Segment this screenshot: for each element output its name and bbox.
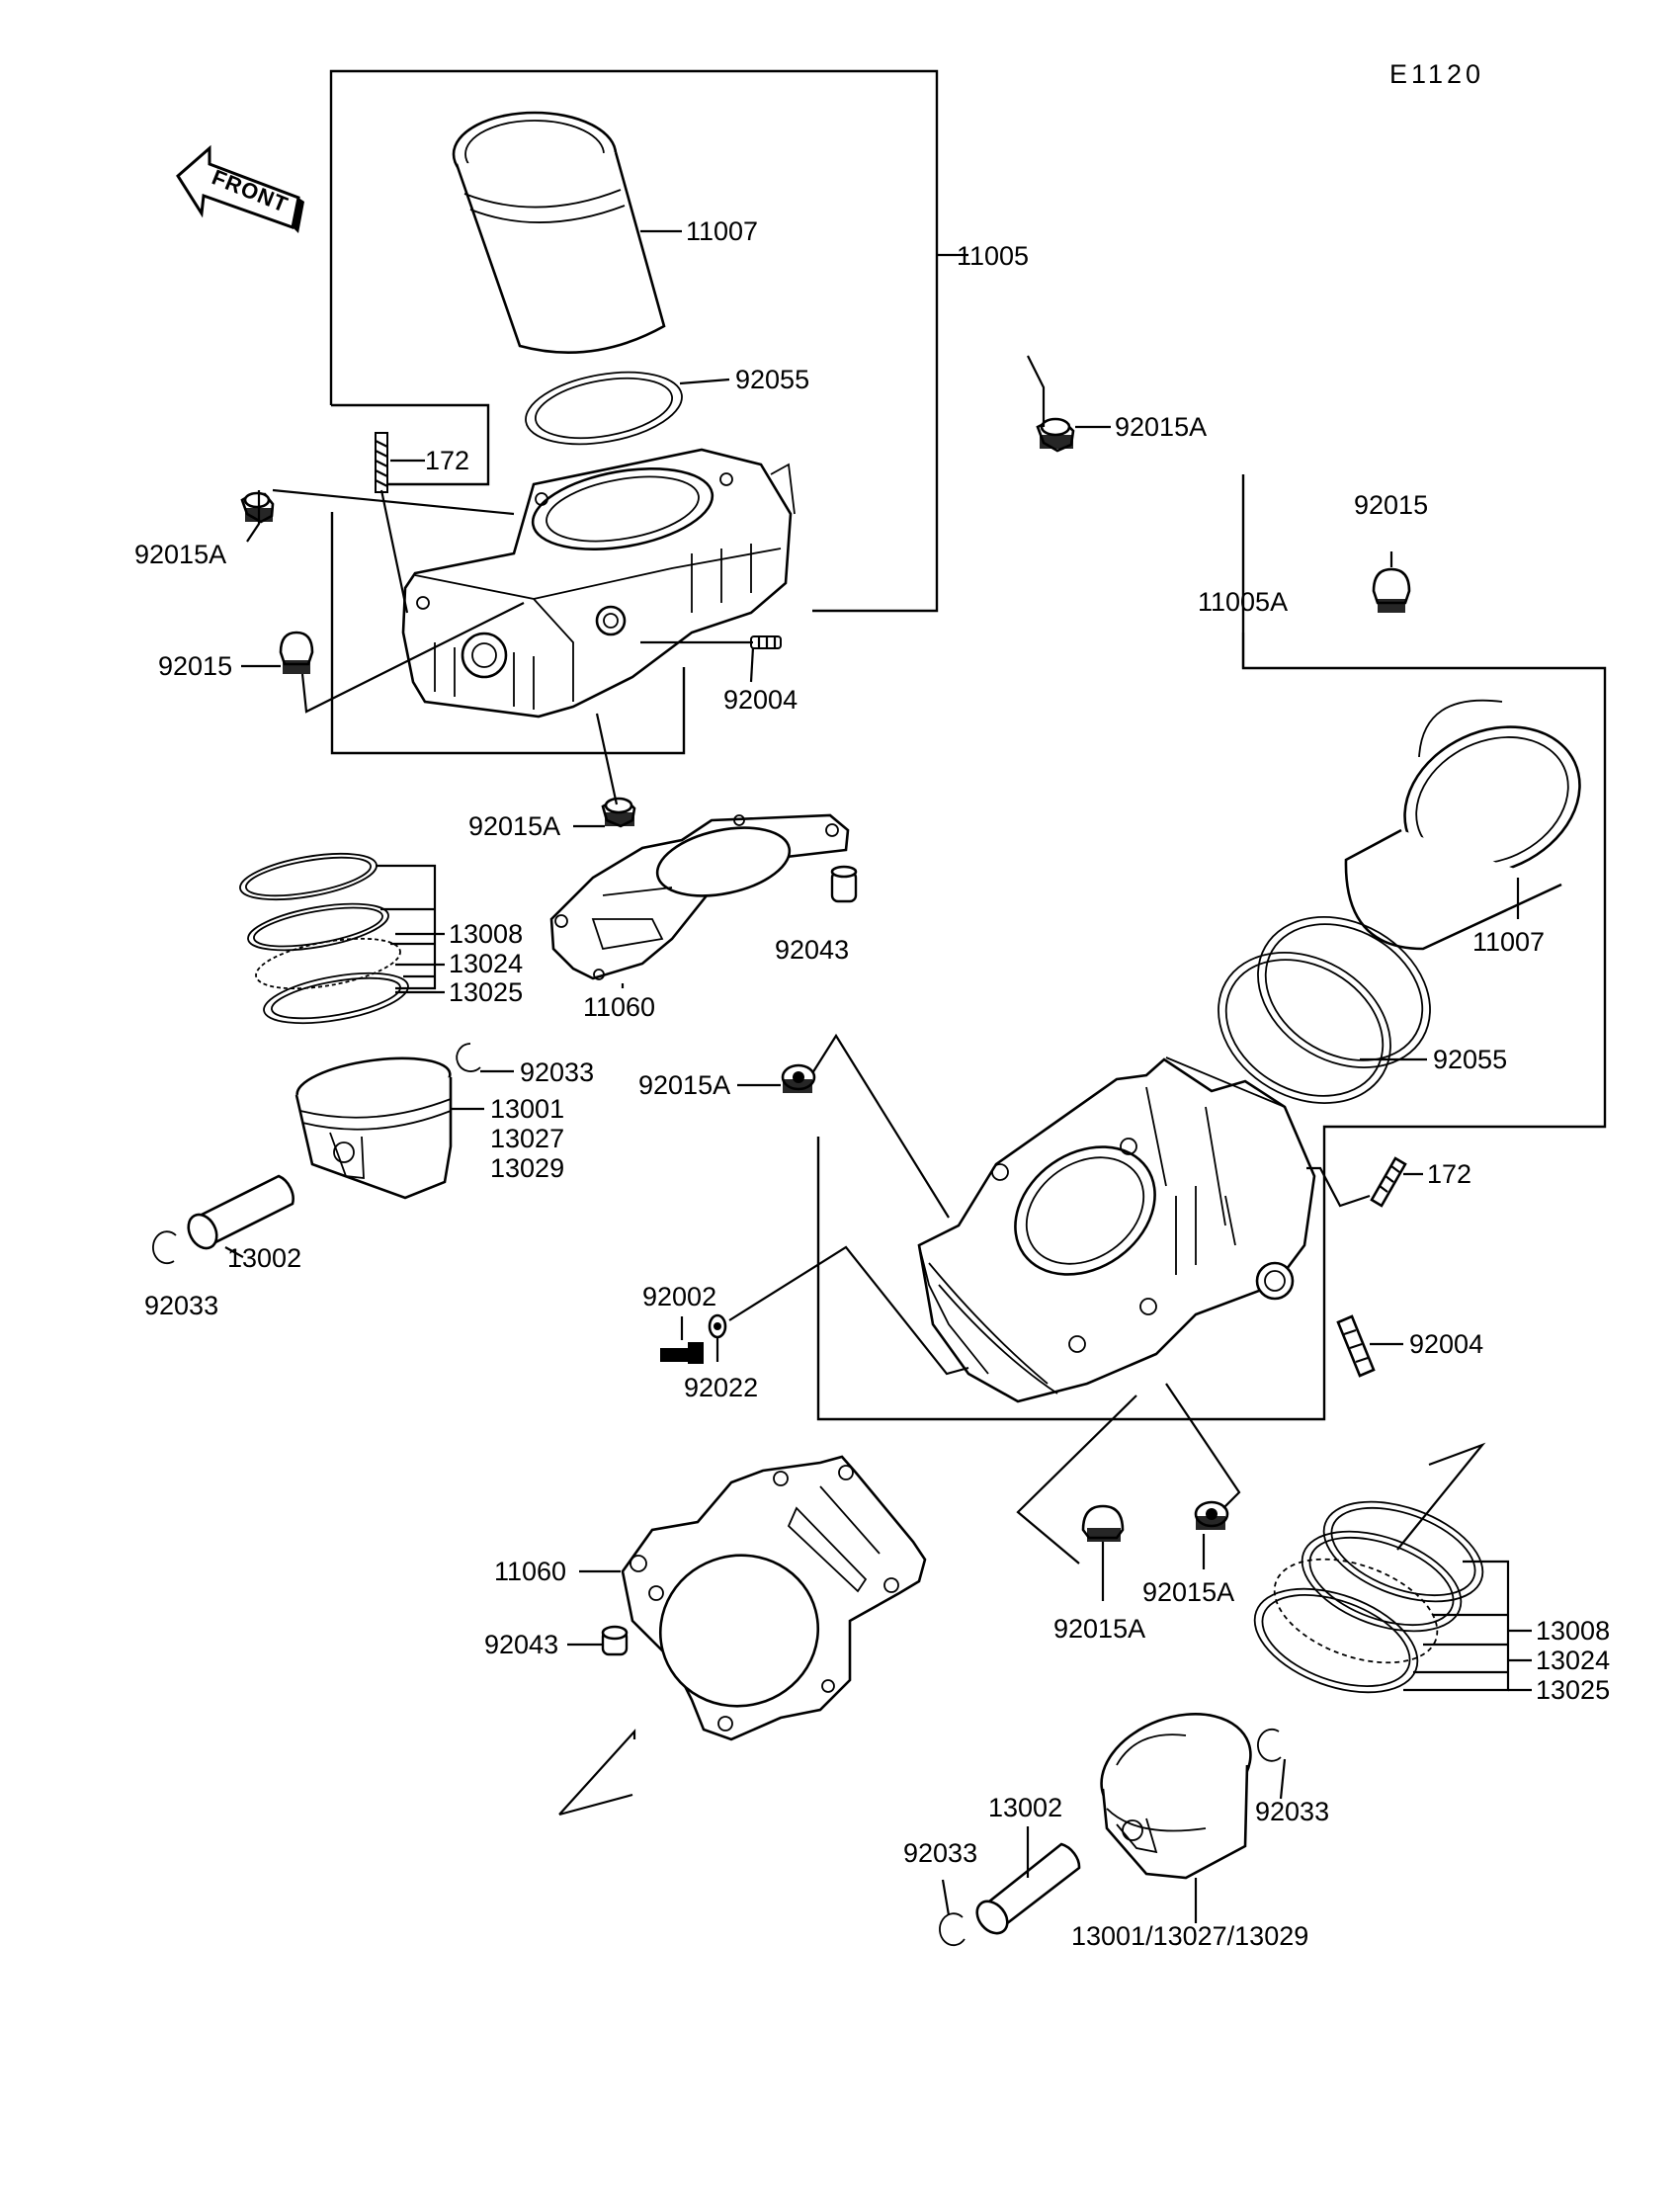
part-label: 13025	[449, 977, 523, 1007]
piston-part	[294, 1056, 453, 1200]
diagram-code: E1120	[1389, 59, 1484, 89]
part-label: 11005	[957, 241, 1029, 271]
part-label: 172	[1427, 1159, 1471, 1189]
part-label: 13025	[1536, 1675, 1610, 1705]
upper-leader-lines	[241, 229, 1111, 828]
part-label: 92033	[903, 1838, 977, 1868]
o-ring-part	[1218, 916, 1431, 1104]
circlip-part	[939, 1912, 966, 1947]
acorn-leader	[1016, 1394, 1137, 1564]
bolt-part	[660, 1342, 704, 1364]
part-label: 92022	[684, 1373, 758, 1402]
part-label: 11060	[494, 1557, 566, 1586]
ring-bracket-lines	[1403, 1560, 1532, 1692]
part-label: 92055	[735, 365, 809, 394]
part-label: 13008	[1536, 1616, 1610, 1646]
washer-leader	[728, 1245, 969, 1376]
piston-pin-part	[975, 1842, 1081, 1935]
front-arrow-icon: FRONT	[176, 144, 304, 233]
stud-part	[1370, 1156, 1407, 1208]
part-label: 11007	[1472, 927, 1545, 957]
circlip-leader	[941, 1879, 951, 1916]
cylinder-gasket-part	[549, 813, 850, 980]
part-label: 92043	[484, 1630, 558, 1659]
part-label: 92015	[1354, 490, 1428, 520]
part-label: 92015A	[1115, 412, 1207, 442]
ring-bracket-lines	[376, 864, 445, 994]
piston-pin-part	[187, 1174, 294, 1250]
stud-part	[375, 432, 388, 493]
part-label: 13002	[227, 1243, 301, 1273]
part-label: 92033	[1255, 1797, 1329, 1826]
acorn-nut-part	[1372, 567, 1411, 613]
stud-leader	[1306, 1166, 1371, 1208]
pin-leader	[224, 1246, 244, 1258]
acorn-nut-part	[279, 631, 314, 674]
part-label: 13002	[988, 1793, 1062, 1822]
part-label: 13008	[449, 919, 523, 949]
ring-direction-lines	[1396, 1442, 1486, 1551]
part-label: 172	[425, 446, 469, 475]
part-label: 11007	[686, 216, 758, 246]
cap-nut-part	[240, 491, 275, 524]
part-label: 13001/13027/13029	[1071, 1921, 1308, 1951]
part-label: 92055	[1433, 1045, 1507, 1074]
part-label: 92015A	[468, 811, 560, 841]
cylinder-block-front-part	[917, 1056, 1316, 1403]
dowel-pin-part	[750, 635, 782, 649]
o-ring-part	[525, 371, 683, 446]
cap-nut-part	[1036, 417, 1075, 453]
part-label: 92004	[1409, 1329, 1483, 1359]
cylinder-liner-part	[1344, 699, 1581, 951]
part-label: 92004	[723, 685, 798, 715]
part-label: 13024	[449, 949, 523, 978]
part-label: 13024	[1536, 1646, 1610, 1675]
circlip-part	[456, 1043, 481, 1072]
dowel-pin-part	[1336, 1314, 1376, 1378]
circlip-leader	[1279, 1758, 1287, 1800]
part-label: 92015A	[638, 1070, 730, 1100]
cylinder-block-rear-part	[401, 448, 796, 718]
upper-assembly-frame	[329, 69, 957, 755]
part-label: 13001	[490, 1094, 564, 1124]
cylinder-gasket-part	[621, 1455, 927, 1741]
part-label: 92043	[775, 935, 849, 965]
part-label: 13027	[490, 1124, 564, 1153]
cylinder-liner-part	[452, 111, 666, 354]
cap-nut-part	[1194, 1500, 1229, 1530]
acorn-nut-part	[1081, 1504, 1125, 1542]
part-label: 11060	[583, 992, 655, 1022]
part-label: 92033	[520, 1057, 594, 1087]
part-label: 11005A	[1198, 587, 1288, 617]
lower-assembly-frame	[816, 474, 1607, 1421]
part-label: 13029	[490, 1153, 564, 1183]
cap-nut-leader	[1165, 1383, 1241, 1509]
washer-part	[708, 1313, 727, 1339]
circlip-part	[1257, 1728, 1282, 1762]
part-label: 92015	[158, 651, 232, 681]
part-number-labels: 11007 11005 92055 92015A 172 92015A 9201…	[134, 216, 1610, 1951]
part-label: 92015A	[1053, 1614, 1145, 1644]
part-label: 92033	[144, 1291, 218, 1320]
cap-nut-part	[601, 797, 636, 828]
circlip-part	[152, 1230, 177, 1265]
piston-ring-set-part	[1253, 1500, 1484, 1694]
front-direction-lines	[558, 1793, 633, 1817]
cap-nut-part	[781, 1063, 816, 1093]
part-label: 92015A	[134, 540, 226, 569]
piston-part	[1100, 1713, 1252, 1880]
dowel-sleeve-part	[830, 865, 858, 903]
part-label: 92015A	[1142, 1577, 1234, 1607]
dowel-sleeve-part	[601, 1625, 629, 1656]
piston-ring-set-part	[239, 852, 409, 1025]
front-direction-lines	[558, 1729, 636, 1816]
part-label: 92002	[642, 1282, 716, 1311]
cap-nut-leader	[811, 1033, 950, 1219]
